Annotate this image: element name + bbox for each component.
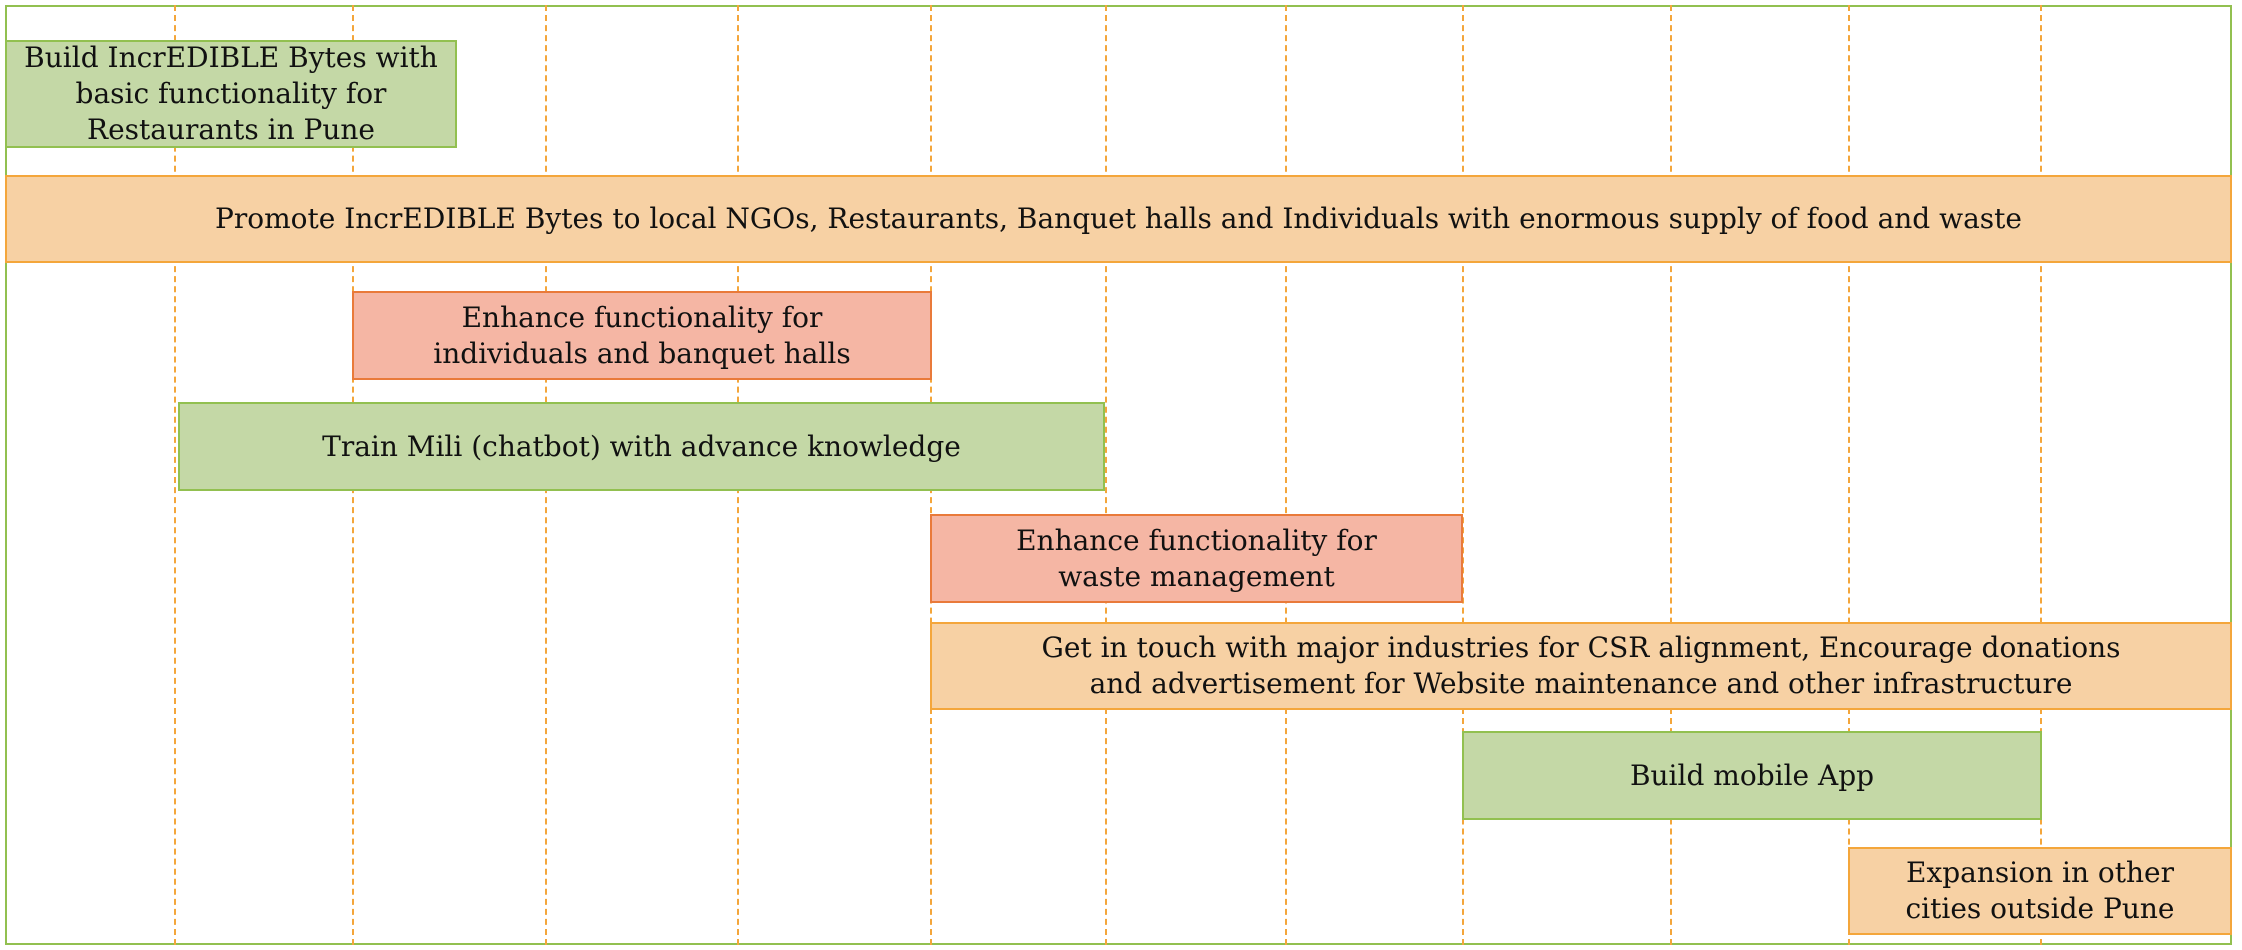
task-bar-enhance-individuals: Enhance functionality for individuals an… xyxy=(352,291,932,380)
task-bar-mobile-app: Build mobile App xyxy=(1462,731,2042,820)
gridline xyxy=(1105,5,1107,945)
task-label: Train Mili (chatbot) with advance knowle… xyxy=(322,429,961,463)
task-label: Promote IncrEDIBLE Bytes to local NGOs, … xyxy=(215,202,2022,235)
task-label: Build mobile App xyxy=(1629,758,1875,792)
task-bar-expansion: Expansion in other cities outside Pune xyxy=(1848,847,2232,935)
gridline xyxy=(1285,5,1287,945)
gridline xyxy=(174,5,176,945)
gridline xyxy=(1848,5,1850,945)
gridline xyxy=(1462,5,1464,945)
task-bar-build-basic: Build IncrEDIBLE Bytes with basic functi… xyxy=(5,40,457,148)
task-label: Build IncrEDIBLE Bytes with basic functi… xyxy=(24,41,438,146)
task-bar-csr-alignment: Get in touch with major industries for C… xyxy=(930,622,2232,710)
timeline-frame xyxy=(5,5,2232,945)
gridline xyxy=(1670,5,1672,945)
task-bar-enhance-waste: Enhance functionality for waste manageme… xyxy=(930,514,1463,603)
task-label: Expansion in other cities outside Pune xyxy=(1905,856,2175,925)
task-label: Enhance functionality for waste manageme… xyxy=(1016,523,1377,593)
task-bar-promote: Promote IncrEDIBLE Bytes to local NGOs, … xyxy=(5,175,2232,263)
gridline xyxy=(2040,5,2042,945)
task-label: Enhance functionality for individuals an… xyxy=(433,300,851,370)
task-bar-train-mili: Train Mili (chatbot) with advance knowle… xyxy=(178,402,1105,491)
task-label: Get in touch with major industries for C… xyxy=(1041,631,2121,700)
